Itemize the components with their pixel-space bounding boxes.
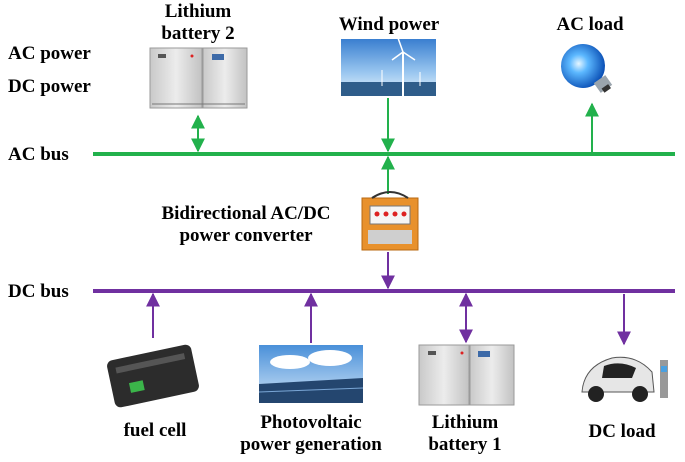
lithium-battery-2-label-line2: battery 2 [161,23,235,44]
photovoltaic-label: Photovoltaic power generation [218,412,404,456]
converter-image [361,191,419,251]
lithium-battery-1-label: Lithium battery 1 [410,412,520,456]
photovoltaic-label-line2: power generation [240,434,382,455]
fuel-cell-label: fuel cell [123,420,187,441]
dc-load-car-image [581,356,668,402]
converter-label: Bidirectional AC/DC power converter [136,203,356,247]
ac-load-label: AC load [556,14,624,35]
photovoltaic-label-line1: Photovoltaic [260,412,362,433]
lithium-battery-1-label-line1: Lithium [431,412,499,433]
converter-label-line1: Bidirectional AC/DC [161,203,331,224]
ac-bus-label: AC bus [8,144,69,165]
wind-power-label: Wind power [338,14,440,35]
dc-load-label: DC load [588,421,656,442]
fuel-cell-image [107,344,199,408]
lithium-battery-2-label-line1: Lithium [164,1,232,22]
converter-label-line2: power converter [179,225,313,246]
ac-load-bulb-image [561,44,613,93]
photovoltaic-image [258,345,364,403]
lithium-battery-1-label-line2: battery 1 [428,434,502,455]
wind-power-image [341,37,436,96]
legend-ac-power: AC power [8,43,91,64]
legend-dc-power: DC power [8,76,91,97]
lithium-battery-1-image [418,344,515,406]
dc-bus-label: DC bus [8,281,69,302]
lithium-battery-2-label: Lithium battery 2 [143,1,253,45]
lithium-battery-2-image [149,47,248,109]
